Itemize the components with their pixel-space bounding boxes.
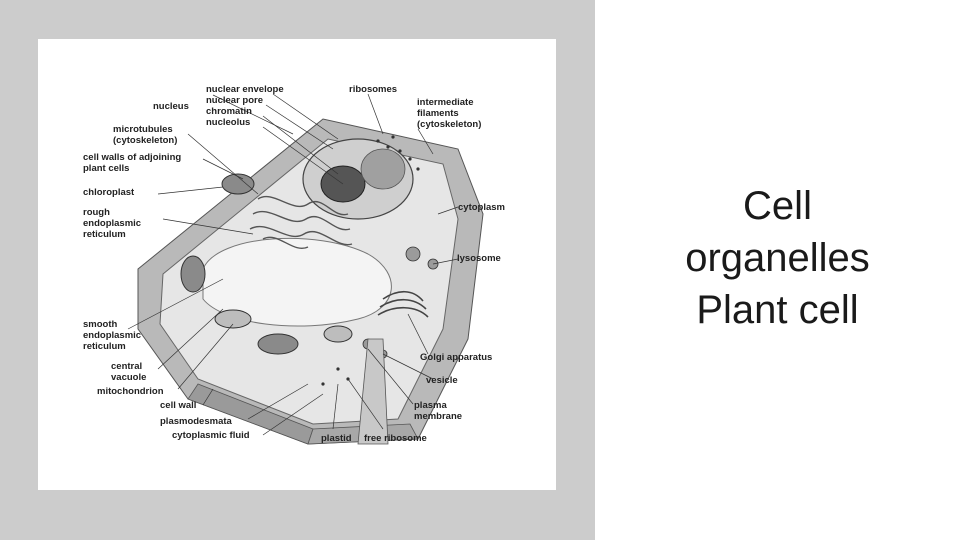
- label-chloroplast: chloroplast: [83, 187, 135, 198]
- chloroplast-shapes: [180, 173, 299, 355]
- plant-cell-illustration: nuclear envelope nuclear pore chromatin …: [83, 84, 505, 445]
- label-ribosomes: ribosomes: [349, 84, 397, 95]
- label-plasma-membrane-2: membrane: [414, 411, 462, 422]
- mitochondria-shapes: [214, 309, 353, 343]
- label-nuclear-envelope: nuclear envelope: [206, 84, 284, 95]
- label-vesicle: vesicle: [426, 375, 458, 386]
- slide-title: Cell organelles Plant cell: [640, 180, 915, 336]
- label-nucleolus: nucleolus: [206, 117, 250, 128]
- nucleus-shape: [302, 138, 414, 220]
- label-plastid: plastid: [321, 433, 352, 444]
- slide-title-line-3: Plant cell: [696, 288, 859, 332]
- cell-body: [137, 118, 484, 445]
- endoplasmic-reticulum-shape: [249, 196, 353, 250]
- label-cytoplasmic-fluid: cytoplasmic fluid: [172, 430, 250, 441]
- label-microtubules-2: (cytoskeleton): [113, 135, 177, 146]
- label-central-vacuole-1: central: [111, 361, 142, 372]
- label-rough-er-2: endoplasmic: [83, 218, 141, 229]
- label-central-vacuole-2: vacuole: [111, 372, 146, 383]
- label-golgi-apparatus: Golgi apparatus: [420, 352, 492, 363]
- label-chromatin: chromatin: [206, 106, 252, 117]
- label-smooth-er-3: reticulum: [83, 341, 126, 352]
- label-rough-er-1: rough: [83, 207, 110, 218]
- label-cytoplasm: cytoplasm: [458, 202, 505, 213]
- label-lysosome: lysosome: [457, 253, 501, 264]
- label-mitochondrion: mitochondrion: [97, 386, 164, 397]
- label-intermediate-filaments-3: (cytoskeleton): [417, 119, 481, 130]
- label-smooth-er-2: endoplasmic: [83, 330, 141, 341]
- label-intermediate-filaments-1: intermediate: [417, 97, 474, 108]
- label-smooth-er-1: smooth: [83, 319, 118, 330]
- label-free-ribosome: free ribosome: [364, 433, 427, 444]
- label-nucleus: nucleus: [153, 101, 189, 112]
- golgi-shape: [377, 290, 429, 318]
- label-cell-walls-2: plant cells: [83, 163, 129, 174]
- slide-title-line-2: organelles: [685, 236, 870, 280]
- label-cell-walls-1: cell walls of adjoining: [83, 152, 181, 163]
- label-rough-er-3: reticulum: [83, 229, 126, 240]
- label-intermediate-filaments-2: filaments: [417, 108, 459, 119]
- label-nuclear-pore: nuclear pore: [206, 95, 263, 106]
- plant-cell-diagram: nuclear envelope nuclear pore chromatin …: [38, 39, 556, 490]
- diagram-labels: nuclear envelope nuclear pore chromatin …: [83, 84, 505, 444]
- slide-title-line-1: Cell: [743, 184, 812, 228]
- label-plasmodesmata: plasmodesmata: [160, 416, 233, 427]
- leader-lines: [127, 93, 459, 436]
- label-plasma-membrane-1: plasma: [414, 400, 447, 411]
- label-microtubules-1: microtubules: [113, 124, 173, 135]
- label-cell-wall: cell wall: [160, 400, 196, 411]
